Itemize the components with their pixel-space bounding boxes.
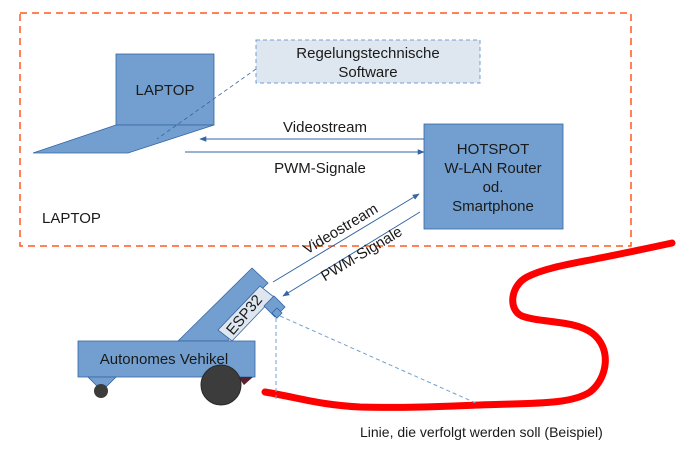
vehicle-label: Autonomes Vehikel	[100, 351, 228, 368]
laptop-keyboard	[32, 124, 215, 154]
vehicle: ESP32 Autonomes Vehikel	[77, 267, 286, 406]
hotspot-label-line4: Smartphone	[452, 198, 534, 215]
laptop-icon	[32, 53, 215, 154]
laptop-screen	[115, 53, 215, 126]
software-label-line1: Regelungstechnische	[296, 45, 439, 62]
hotspot-label-line2: W-LAN Router	[444, 160, 541, 177]
software-box	[255, 39, 481, 84]
pwm-label-top: PWM-Signale	[274, 160, 366, 177]
videostream-arrow-diagonal	[272, 193, 420, 283]
camera-sight-diagonal	[279, 315, 479, 405]
hotspot-box	[423, 123, 564, 230]
hotspot-label-line1: HOTSPOT	[457, 141, 530, 158]
software-label-line2: Software	[338, 64, 397, 81]
software-callout-line	[156, 68, 257, 140]
hotspot-label-line3: od.	[483, 179, 504, 196]
rear-mudguard	[238, 377, 253, 385]
caster-wheel	[94, 384, 108, 398]
laptop-zone-label: LAPTOP	[42, 210, 101, 227]
track-line	[261, 239, 676, 411]
laptop-zone-boundary	[19, 12, 632, 247]
rear-wheel	[200, 364, 242, 406]
camera-lens	[271, 307, 283, 319]
laptop-screen-label: LAPTOP	[136, 82, 195, 99]
pwm-arrow-diagonal	[282, 211, 421, 297]
track-caption: Linie, die verfolgt werden soll (Beispie…	[360, 424, 603, 440]
videostream-label-top: Videostream	[283, 119, 367, 136]
